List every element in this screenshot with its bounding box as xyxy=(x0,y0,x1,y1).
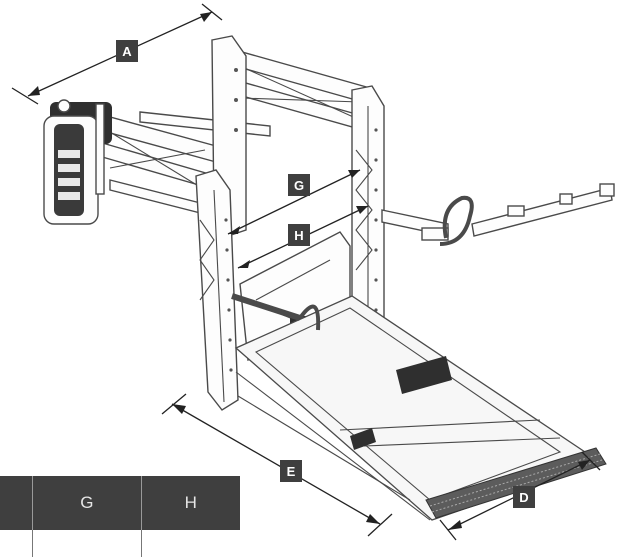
table-cell-blank xyxy=(0,530,33,557)
callout-d-text: D xyxy=(519,490,528,505)
dimension-g xyxy=(227,169,361,235)
callout-g-text: G xyxy=(294,178,304,193)
callout-d: D xyxy=(513,486,535,508)
callout-e: E xyxy=(280,460,302,482)
platform xyxy=(234,295,607,521)
callout-a: A xyxy=(116,40,138,62)
table-cell-h xyxy=(141,530,240,557)
callout-e-text: E xyxy=(287,464,296,479)
handrail-right xyxy=(381,183,615,246)
table-header-blank xyxy=(0,476,33,530)
dimensions-table: G H xyxy=(0,476,240,557)
callout-a-text: A xyxy=(122,44,132,59)
pump-arm xyxy=(91,111,221,219)
table-header-row: G H xyxy=(0,476,240,530)
rear-crossbars xyxy=(139,47,371,137)
dimension-e xyxy=(161,393,393,537)
table-row xyxy=(0,530,240,557)
callout-h: H xyxy=(288,224,310,246)
front-left-post xyxy=(195,169,239,411)
hydraulic-pump-unit xyxy=(43,99,112,225)
table-cell-g xyxy=(32,530,142,557)
handrail-left xyxy=(231,293,321,331)
table-header-g: G xyxy=(32,476,142,530)
callout-h-text: H xyxy=(294,228,303,243)
table-header-h: H xyxy=(141,476,240,530)
callout-g: G xyxy=(288,174,310,196)
